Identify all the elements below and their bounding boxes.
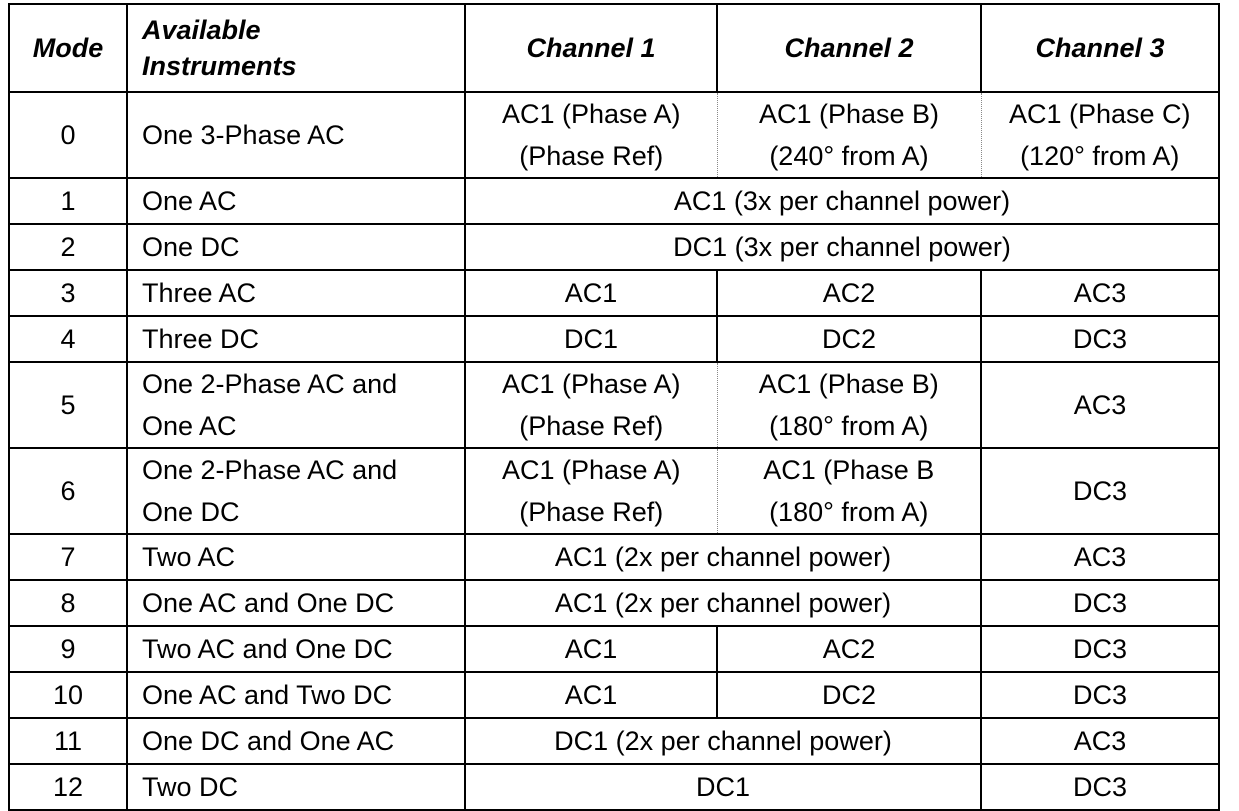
channel-1-cell-line: AC1 (Phase A) [501, 455, 681, 485]
instruments-cell: Three DC [126, 315, 466, 363]
channel-1-cell: DC1 [464, 315, 718, 363]
channel-3-cell: DC3 [980, 671, 1220, 719]
instruments-cell: One DC and One AC [126, 717, 466, 765]
channel-1-cell: AC1 [464, 269, 718, 317]
channel-3-cell: AC3 [980, 361, 1220, 449]
channels-1-2-cell: DC1 [464, 763, 982, 811]
instruments-cell: One AC and Two DC [126, 671, 466, 719]
instruments-cell: Two AC and One DC [126, 625, 466, 673]
channel-2-cell: AC1 (Phase B) (240° from A) [716, 91, 982, 179]
mode-cell: 3 [8, 269, 128, 317]
channels-1-2-cell: DC1 (2x per channel power) [464, 717, 982, 765]
header-row: Mode Available Instruments Channel 1 Cha… [8, 3, 1220, 93]
channel-3-cell: DC3 [980, 579, 1220, 627]
instruments-cell-line: One 2-Phase AC and [142, 369, 398, 399]
header-channel-3: Channel 3 [980, 3, 1220, 93]
channel-1-cell: AC1 [464, 625, 718, 673]
channel-2-cell: AC1 (Phase B (180° from A) [716, 447, 982, 535]
instruments-cell: Two DC [126, 763, 466, 811]
channel-3-cell: DC3 [980, 625, 1220, 673]
header-instruments: Available Instruments [126, 3, 466, 93]
channel-1-cell: AC1 [464, 671, 718, 719]
channel-3-cell: AC1 (Phase C) (120° from A) [980, 91, 1220, 179]
channel-3-cell: AC3 [980, 533, 1220, 581]
channel-2-cell-line: (240° from A) [769, 141, 929, 171]
channel-2-cell: AC2 [716, 625, 982, 673]
instruments-cell: One AC and One DC [126, 579, 466, 627]
mode-cell: 2 [8, 223, 128, 271]
instruments-cell: One 3-Phase AC [126, 91, 466, 179]
mode-cell: 11 [8, 717, 128, 765]
mode-cell: 1 [8, 177, 128, 225]
channels-1-3-cell: AC1 (3x per channel power) [464, 177, 1220, 225]
channel-1-cell-line: AC1 (Phase A) [501, 99, 681, 129]
channel-3-cell: DC3 [980, 763, 1220, 811]
channel-2-cell: DC2 [716, 671, 982, 719]
channels-1-2-cell: AC1 (2x per channel power) [464, 533, 982, 581]
mode-cell: 9 [8, 625, 128, 673]
instruments-cell: One AC [126, 177, 466, 225]
channel-2-cell-line: AC1 (Phase B) [758, 99, 940, 129]
channel-3-cell: DC3 [980, 447, 1220, 535]
header-instruments-line2: Instruments [142, 51, 297, 81]
instruments-cell: One DC [126, 223, 466, 271]
channel-3-cell: AC3 [980, 269, 1220, 317]
instruments-cell: Three AC [126, 269, 466, 317]
channel-3-cell-line: (120° from A) [1020, 141, 1180, 171]
header-mode: Mode [8, 3, 128, 93]
mode-cell: 10 [8, 671, 128, 719]
channel-3-cell: AC3 [980, 717, 1220, 765]
channel-2-cell-line: AC1 (Phase B [763, 455, 935, 485]
mode-cell: 4 [8, 315, 128, 363]
channel-2-cell: AC2 [716, 269, 982, 317]
mode-table-container: Mode Available Instruments Channel 1 Cha… [8, 3, 1220, 811]
mode-cell: 12 [8, 763, 128, 811]
channel-1-cell-line: (Phase Ref) [519, 411, 664, 441]
channel-2-cell-line: AC1 (Phase B) [758, 369, 939, 399]
instruments-cell: Two AC [126, 533, 466, 581]
channel-1-cell: AC1 (Phase A) (Phase Ref) [464, 91, 718, 179]
channel-1-cell-line: (Phase Ref) [519, 141, 664, 171]
mode-cell: 7 [8, 533, 128, 581]
mode-cell: 8 [8, 579, 128, 627]
header-channel-2: Channel 2 [716, 3, 982, 93]
channels-1-2-cell: AC1 (2x per channel power) [464, 579, 982, 627]
channel-3-cell: DC3 [980, 315, 1220, 363]
channel-1-cell-line: (Phase Ref) [519, 497, 664, 527]
channel-2-cell: DC2 [716, 315, 982, 363]
mode-cell: 6 [8, 447, 128, 535]
mode-cell: 0 [8, 91, 128, 179]
instruments-cell-line: One DC [142, 497, 240, 527]
header-instruments-line1: Available [142, 15, 261, 45]
header-channel-1: Channel 1 [464, 3, 718, 93]
channel-2-cell-line: (180° from A) [769, 411, 929, 441]
channel-3-cell-line: AC1 (Phase C) [1008, 99, 1191, 129]
channel-1-cell-line: AC1 (Phase A) [501, 369, 681, 399]
channel-1-cell: AC1 (Phase A) (Phase Ref) [464, 361, 718, 449]
mode-cell: 5 [8, 361, 128, 449]
channels-1-3-cell: DC1 (3x per channel power) [464, 223, 1220, 271]
instruments-cell-line: One AC [142, 411, 237, 441]
mode-table: Mode Available Instruments Channel 1 Cha… [8, 3, 1220, 811]
channel-2-cell: AC1 (Phase B) (180° from A) [716, 361, 982, 449]
instruments-cell-line: One 2-Phase AC and [142, 455, 398, 485]
channel-2-cell-line: (180° from A) [769, 497, 929, 527]
channel-1-cell: AC1 (Phase A) (Phase Ref) [464, 447, 718, 535]
